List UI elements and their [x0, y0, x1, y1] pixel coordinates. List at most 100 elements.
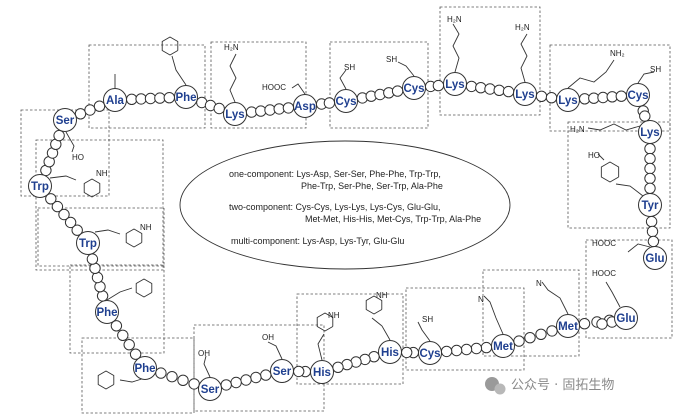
chain-bead: [615, 90, 627, 102]
chain-bead: [323, 97, 336, 109]
chain-bead: [493, 84, 505, 97]
group-label: H₂N: [224, 43, 239, 52]
side-chain-bond: [615, 183, 644, 197]
group-label: N: [536, 279, 542, 288]
chain-bead: [126, 93, 138, 106]
chain-bead: [639, 110, 651, 122]
chain-bead: [535, 90, 548, 103]
chain-bead: [117, 329, 129, 341]
residue-label: Lys: [225, 109, 244, 121]
side-chain-bond: [125, 228, 143, 248]
chain-bead: [401, 346, 413, 359]
side-chain-bond: [417, 321, 431, 342]
side-chain-bond: [637, 71, 655, 84]
side-chain-bond: [317, 333, 325, 361]
residue-lys-4: Lys: [556, 88, 580, 112]
chain-bead: [502, 85, 515, 98]
pair-box: [88, 44, 206, 129]
residue-lys-3: Lys: [513, 82, 537, 106]
pair-box: [37, 207, 165, 267]
legend-two-component-line1: two-component: Cys-Cys, Lys-Lys, Lys-Cys…: [229, 202, 441, 212]
residue-label: Trp: [79, 238, 97, 250]
chain-bead: [123, 339, 135, 351]
watermark-text: 公众号 · 固拓生物: [511, 378, 614, 393]
side-chain-bond: [291, 83, 306, 95]
residue-met-2: Met: [491, 334, 515, 358]
group-label: NH: [96, 169, 108, 178]
group-label: HOOC: [262, 83, 286, 92]
residue-label: Trp: [31, 181, 49, 193]
chain-bead: [524, 332, 536, 344]
chain-bead: [154, 92, 166, 104]
chain-bead: [647, 235, 660, 248]
chain-bead: [475, 82, 487, 94]
residue-label: Cys: [627, 90, 648, 102]
chain-bead: [86, 253, 99, 265]
chain-bead: [93, 100, 106, 112]
group-label: H₂N: [570, 125, 585, 134]
residue-label: Ser: [56, 115, 75, 127]
chain-bead: [220, 379, 232, 391]
group-label: HOOC: [592, 239, 616, 248]
chain-bead: [45, 193, 57, 205]
chain-bead: [578, 318, 591, 330]
residue-label: Cys: [419, 348, 440, 360]
chain-bead: [129, 348, 142, 360]
chain-bead: [440, 345, 453, 358]
residue-cys-4: Cys: [418, 341, 442, 365]
chain-bead: [240, 374, 252, 386]
chain-bead: [470, 342, 483, 355]
chain-bead: [230, 376, 242, 389]
residue-lys-5: Lys: [638, 120, 662, 144]
pair-box: [20, 109, 110, 197]
chain-bead: [166, 371, 178, 383]
residue-lys-1: Lys: [223, 102, 247, 126]
side-chain-bond: [541, 281, 569, 315]
chain-bead: [163, 92, 176, 104]
chain-bead: [644, 162, 656, 175]
residue-label: Tyr: [641, 200, 659, 212]
chain-bead: [260, 369, 272, 381]
side-chain-bond: [316, 312, 334, 332]
chain-bead: [64, 216, 77, 229]
chain-bead: [646, 225, 659, 238]
residue-tyr-1: Tyr: [638, 193, 662, 217]
group-label: NH: [376, 291, 388, 300]
chain-bead: [177, 374, 189, 386]
chain-bead: [546, 325, 558, 337]
residue-lys-2: Lys: [443, 72, 467, 96]
side-chains: H₂NHOOCSHSHH₂NH₂NNH₂SHH₂NHOHOOCHOOCNNSHN…: [49, 15, 661, 390]
residue-label: Lys: [558, 95, 577, 107]
chain-bead: [53, 129, 65, 142]
group-label: SH: [386, 55, 397, 64]
residue-ala-1: Ala: [103, 88, 127, 112]
residue-phe-2: Phe: [133, 356, 157, 380]
dashed-pair-boxes: [20, 6, 673, 414]
side-chain-bond: [49, 175, 77, 181]
group-label: OH: [198, 349, 210, 358]
chain-bead: [84, 104, 96, 116]
residue-phe-3: Phe: [95, 300, 119, 324]
chain-bead: [432, 79, 445, 92]
group-label: H₂N: [447, 15, 462, 24]
side-chain-bond: [119, 377, 146, 383]
legend-one-component-line2: Phe-Trp, Ser-Phe, Ser-Trp, Ala-Phe: [301, 181, 443, 191]
side-chain-bond: [397, 61, 415, 77]
residue-label: Phe: [134, 363, 155, 375]
chain-bead: [250, 371, 262, 384]
chain-bead: [58, 208, 70, 221]
chain-bead: [644, 143, 656, 155]
side-chain-bond: [339, 69, 347, 90]
residue-asp-1: Asp: [293, 94, 317, 118]
chain-bead: [71, 224, 83, 236]
pair-box: [549, 44, 671, 132]
group-label: HOOC: [592, 269, 616, 278]
group-label: OH: [262, 333, 274, 342]
group-label: N: [478, 295, 484, 304]
legend-one-component-line1: one-component: Lys-Asp, Ser-Ser, Phe-Phe…: [229, 169, 441, 179]
group-label: SH: [650, 65, 661, 74]
residue-label: His: [313, 367, 331, 379]
chain-bead: [110, 320, 123, 332]
